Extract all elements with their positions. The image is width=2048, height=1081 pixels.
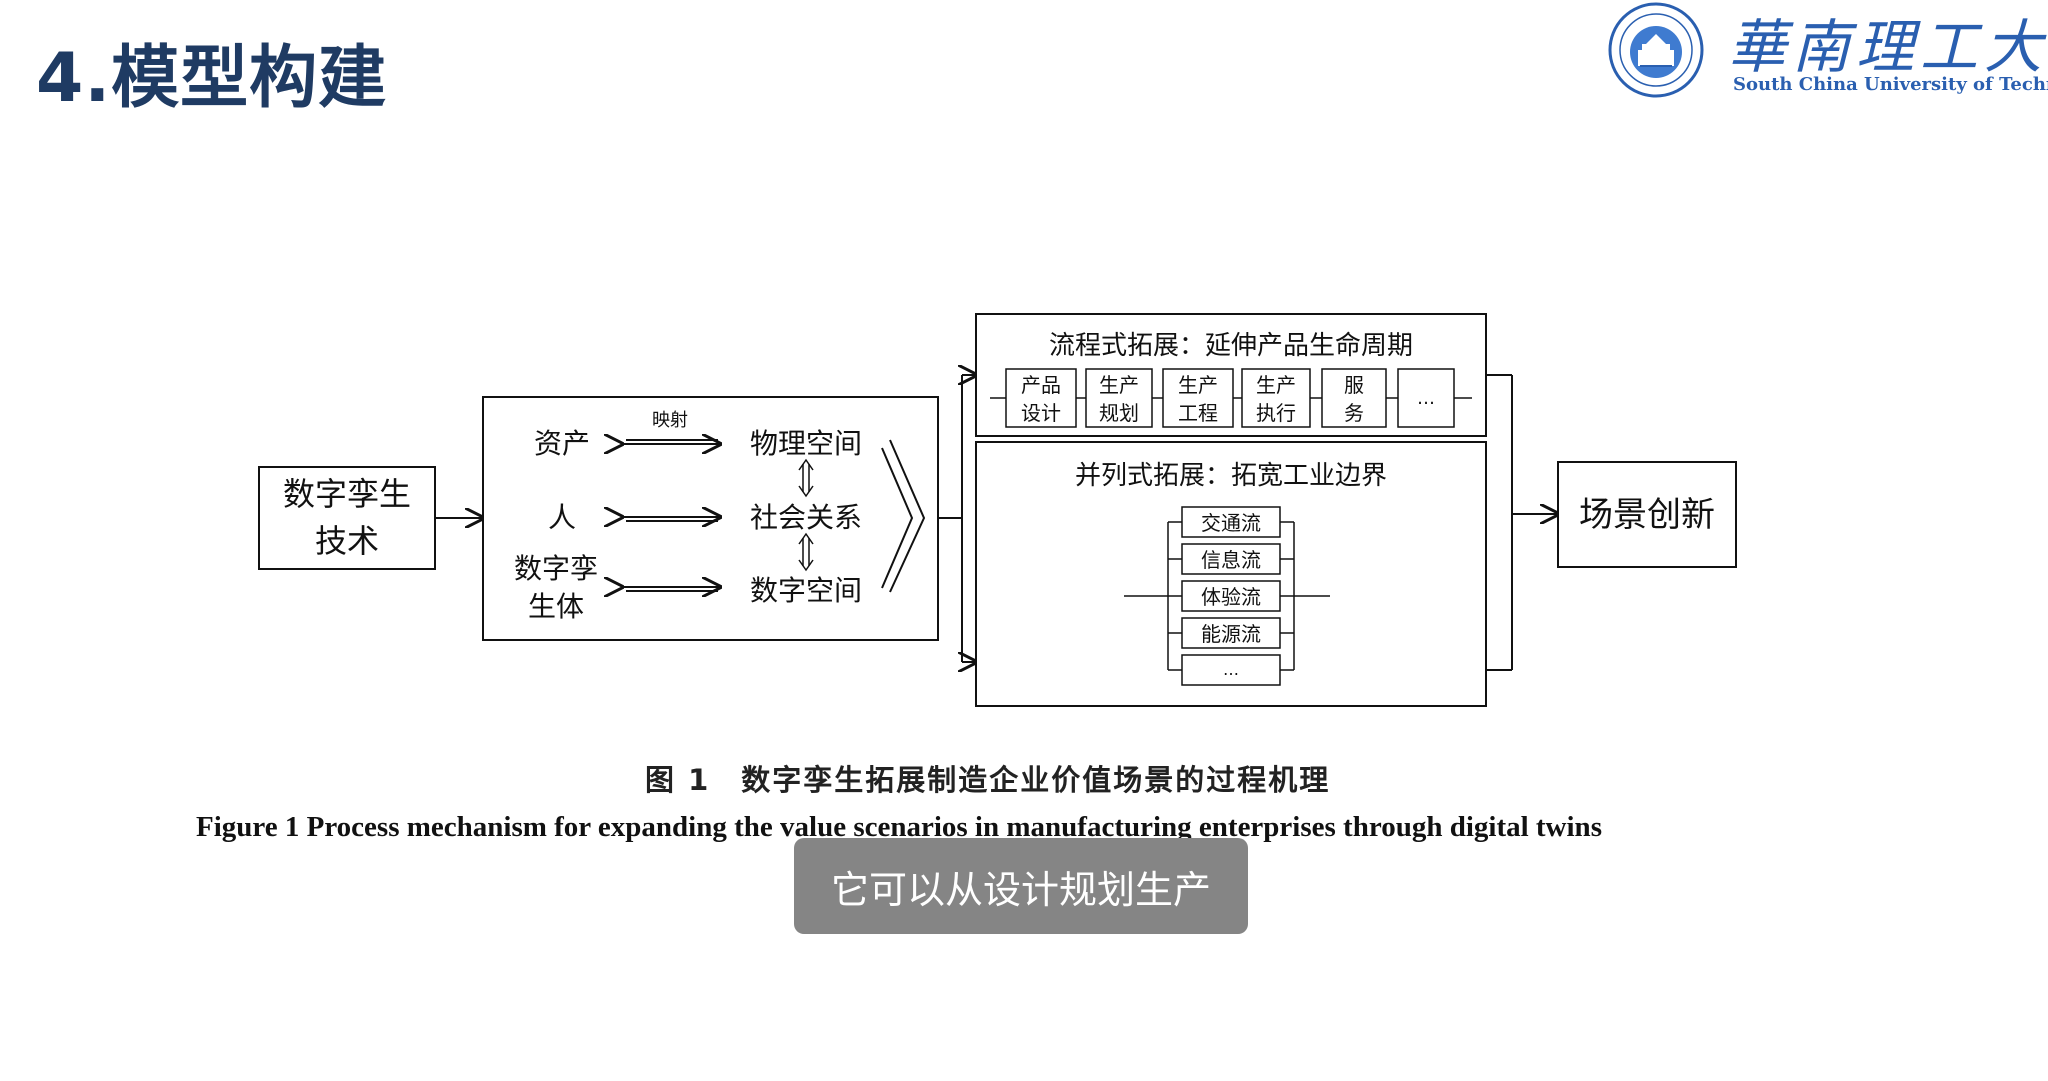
- figure-caption-cn: 图 1 数字孪生拓展制造企业价值场景的过程机理: [645, 763, 1331, 797]
- process-step: [1397, 368, 1455, 428]
- university-logo: 華南理工大學 South China University of Technol…: [1598, 0, 2048, 105]
- parallel-bus: [1124, 521, 1330, 671]
- parallel-item: [1181, 654, 1281, 686]
- process-step: [1005, 368, 1077, 428]
- parallel-item-ellipsis: …: [1223, 660, 1239, 679]
- scene-innovation-box: [1557, 461, 1737, 568]
- right-item-digital: 数字空间: [750, 574, 862, 607]
- vertical-double-arrows: [798, 458, 814, 572]
- process-step-line1: 产品: [1021, 373, 1061, 397]
- parallel-items: 交通流 信息流 体验流 能源流 …: [1181, 506, 1281, 686]
- university-name-cn: 華南理工大學: [1728, 13, 2048, 81]
- digital-twin-tech-box: [258, 466, 436, 570]
- result-label: 场景创新: [1579, 495, 1715, 535]
- double-arrows: [622, 440, 720, 591]
- parallel-item-label: 体验流: [1201, 585, 1261, 609]
- parallel-item-label: 能源流: [1201, 622, 1261, 646]
- process-step-line2: 规划: [1099, 401, 1139, 425]
- right-item-social: 社会关系: [750, 501, 862, 534]
- parallel-title: 并列式拓展：拓宽工业边界: [1075, 461, 1387, 491]
- left-item-twin-1: 数字孪: [514, 552, 598, 585]
- right-item-physical: 物理空间: [750, 427, 862, 460]
- process-diagram: 数字孪生 技术 映射 资产 人 数字孪 生体 物理空间 社会关系 数字空间 流程…: [258, 313, 1737, 707]
- left-box-line1: 数字孪生: [283, 475, 411, 513]
- process-step: [1321, 368, 1387, 428]
- parallel-item: [1181, 580, 1281, 612]
- process-step-line2: 设计: [1021, 401, 1061, 425]
- process-step: [1241, 368, 1311, 428]
- process-title: 流程式拓展：延伸产品生命周期: [1049, 331, 1413, 361]
- chevron-inner: [881, 447, 914, 589]
- video-subtitle: 它可以从设计规划生产: [794, 838, 1248, 934]
- parallel-item: [1181, 506, 1281, 538]
- parallel-item-label: 交通流: [1201, 511, 1261, 535]
- chevron-outer: [889, 439, 926, 593]
- process-steps: 产品 设计 生产 规划 生产 工程 生产 执行 服 务 …: [1005, 368, 1455, 428]
- mapping-label: 映射: [652, 410, 688, 431]
- university-seal-icon: [1608, 2, 1704, 98]
- university-name-en: South China University of Technology: [1733, 74, 2048, 95]
- process-step-line2: 执行: [1256, 401, 1296, 425]
- slide-title: 4.模型构建: [36, 39, 388, 118]
- subtitle-text: 它可以从设计规划生产: [830, 867, 1211, 912]
- parallel-item: [1181, 617, 1281, 649]
- process-step-line1: 生产: [1256, 373, 1296, 397]
- process-step-line1: 服: [1344, 373, 1364, 397]
- merge-connector: [1486, 374, 1558, 671]
- parallel-item: [1181, 543, 1281, 575]
- branch-connector: [938, 375, 976, 662]
- process-step-line1: 生产: [1099, 373, 1139, 397]
- parallel-item-label: 信息流: [1201, 548, 1261, 572]
- process-step-ellipsis: …: [1417, 388, 1435, 409]
- process-step-line2: 工程: [1178, 401, 1218, 425]
- figure-caption-en: Figure 1 Process mechanism for expanding…: [196, 811, 1602, 843]
- left-item-asset: 资产: [534, 427, 590, 460]
- process-step: [1162, 368, 1234, 428]
- process-step-line1: 生产: [1178, 373, 1218, 397]
- left-box-line2: 技术: [315, 522, 379, 560]
- process-step: [1085, 368, 1153, 428]
- left-item-person: 人: [548, 501, 576, 534]
- process-step-line2: 务: [1344, 401, 1364, 425]
- left-item-twin-2: 生体: [528, 590, 584, 623]
